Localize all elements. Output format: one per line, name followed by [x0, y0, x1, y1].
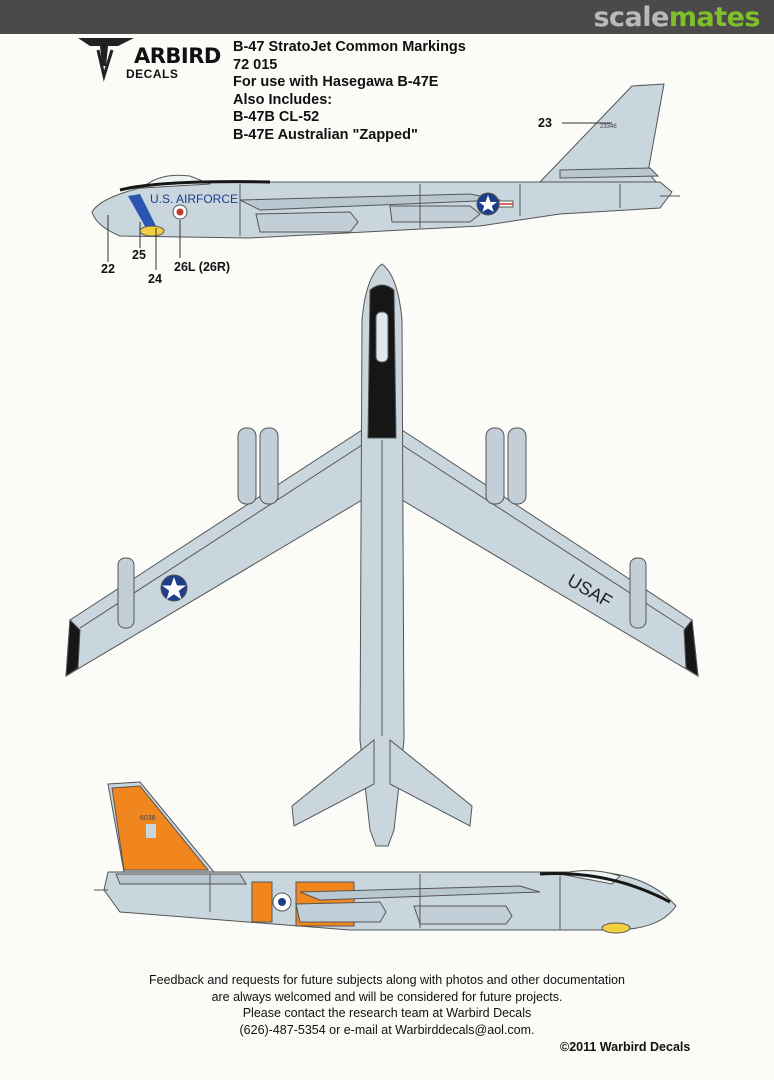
warbird-logo-sub: DECALS — [126, 67, 179, 81]
warbird-logo-name: ARBIRD — [134, 44, 221, 68]
copyright: ©2011 Warbird Decals — [560, 1040, 691, 1054]
callout-lines — [107, 122, 612, 270]
footer-line-2: are always welcomed and will be consider… — [211, 989, 563, 1004]
callout-23: 23 — [538, 116, 552, 130]
footer: Feedback and requests for future subject… — [0, 972, 774, 1038]
fuselage-marking-text: U.S. AIRFORCE — [150, 192, 238, 206]
header-variant-2: B-47E Australian "Zapped" — [233, 126, 418, 143]
warbird-logo-icon — [78, 38, 134, 82]
scalemates-logo[interactable]: scalemates — [593, 2, 760, 33]
callout-26: 26L (26R) — [174, 260, 231, 274]
footer-line-3: Please contact the research team at Warb… — [242, 1006, 532, 1020]
callout-22: 22 — [101, 262, 115, 276]
tail-serial-bottom: 6038 — [140, 815, 156, 822]
plan-view — [65, 263, 699, 847]
footer-line-1: Feedback and requests for future subject… — [149, 973, 625, 987]
header-title: B-47 StratoJet Common Markings — [233, 39, 466, 55]
footer-contact: (626)-487-5354 or e-mail at Warbirddecal… — [239, 1022, 535, 1037]
top-bar: scalemates — [0, 0, 774, 34]
header-variant-1: B-47B CL-52 — [233, 109, 320, 125]
header-number: 72 015 — [233, 56, 278, 73]
side-profile-left — [91, 83, 680, 239]
sheet-header: B-47 StratoJet Common Markings 72 015 Fo… — [233, 39, 466, 144]
callout-25: 25 — [132, 248, 146, 262]
header-includes: Also Includes: — [233, 91, 333, 108]
tail-serial-top: 23346 — [600, 124, 617, 130]
header-kit: For use with Hasegawa B-47E — [233, 74, 439, 90]
callout-24: 24 — [148, 272, 162, 286]
side-profile-right — [94, 781, 677, 934]
